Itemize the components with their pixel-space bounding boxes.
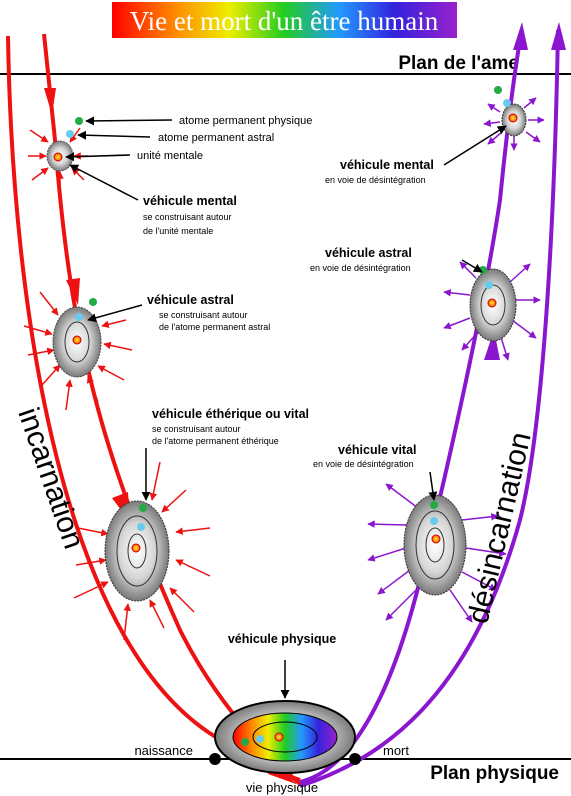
title-banner: Vie et mort d'un être humain — [112, 2, 457, 38]
outward-arrows — [443, 261, 541, 361]
incarnation-astral-label: véhicule astral se construisant autour d… — [87, 293, 270, 332]
atom-labels: atome permanent physique atome permanent… — [65, 115, 312, 162]
incarnation-inner-curve — [42, 33, 302, 786]
atom-astral — [66, 130, 74, 138]
label-title: véhicule mental — [340, 158, 434, 172]
inward-arrows — [73, 461, 211, 641]
desincarnation-curves — [299, 22, 566, 788]
atom-astral — [430, 517, 438, 525]
label-title: véhicule astral — [147, 293, 234, 307]
atom-astral-label: atome permanent astral — [158, 132, 274, 144]
atom-astral — [75, 313, 83, 321]
desincarnation-astral-vehicle — [443, 261, 541, 361]
desincarnation-vital-vehicle — [367, 483, 507, 623]
label-line1: se construisant autour — [159, 310, 248, 320]
birth-label: naissance — [134, 743, 193, 758]
soul-plane-label: Plan de l'ame — [398, 53, 519, 74]
physical-plane-label: Plan physique — [430, 763, 559, 784]
label-title: véhicule mental — [143, 194, 237, 208]
desincarnation-vital-label: véhicule vital en voie de désintégration — [313, 443, 438, 501]
desincarnation-mental-label: véhicule mental en voie de désintégratio… — [325, 125, 507, 185]
label-line1: se construisant autour — [152, 424, 241, 434]
desincarnation-inner-curve — [299, 39, 522, 784]
mental-unit-label: unité mentale — [137, 150, 203, 162]
incarnation-astral-vehicle — [23, 291, 133, 411]
death-dot — [349, 753, 361, 765]
mental-unit — [131, 543, 141, 553]
atom-astral — [485, 281, 493, 289]
mental-unit — [274, 732, 284, 742]
atom-physical — [139, 504, 147, 512]
outward-arrows — [367, 483, 507, 623]
atom-physical — [75, 117, 83, 125]
title-text: Vie et mort d'un être humain — [130, 6, 439, 36]
label-line1: en voie de désintégration — [310, 263, 411, 273]
mental-unit — [72, 335, 82, 345]
label-line1: se construisant autour — [143, 212, 232, 222]
arrowhead-purple — [484, 330, 500, 360]
life-events: naissance mort vie physique — [134, 743, 409, 795]
incarnation-etheric-vehicle — [73, 461, 211, 641]
desincarnation-astral-label: véhicule astral en voie de désintégratio… — [310, 246, 483, 273]
label-title: véhicule éthérique ou vital — [152, 407, 309, 421]
arrowhead-purple — [551, 22, 566, 50]
incarnation-mental-label: véhicule mental se construisant autour d… — [69, 164, 237, 236]
atom-astral — [503, 99, 511, 107]
mental-unit — [487, 298, 497, 308]
atom-physical-label: atome permanent physique — [179, 115, 312, 127]
birth-dot — [209, 753, 221, 765]
atom-astral — [137, 523, 145, 531]
desincarnation-mental-vehicle — [483, 86, 545, 151]
arrowhead-purple — [513, 22, 528, 50]
incarnation-phase-label: incarnation — [11, 404, 90, 554]
label-line2: de l'atome permanent éthérique — [152, 436, 279, 446]
atom-physical — [479, 266, 487, 274]
label-line1: en voie de désintégration — [313, 459, 414, 469]
mental-unit — [508, 113, 518, 123]
outward-arrows — [483, 97, 545, 151]
arrowhead-red — [44, 88, 56, 115]
label-line2: de l'atome permanent astral — [159, 322, 270, 332]
label-line2: de l'unité mentale — [143, 226, 213, 236]
label-title: véhicule astral — [325, 246, 412, 260]
incarnation-etheric-label: véhicule éthérique ou vital se construis… — [141, 407, 309, 501]
desincarnation-outer-curve — [299, 29, 560, 788]
atom-physical — [430, 501, 438, 509]
mental-unit — [53, 152, 63, 162]
desincarnation-phase-label: désincarnation — [462, 429, 538, 627]
physical-vehicle-label: véhicule physique — [228, 632, 336, 646]
death-label: mort — [383, 743, 409, 758]
life-label: vie physique — [246, 780, 318, 795]
atom-astral — [256, 735, 264, 743]
incarnation-mental-vehicle — [28, 117, 88, 190]
atom-physical — [89, 298, 97, 306]
physical-vehicle: véhicule physique — [214, 632, 356, 774]
atom-physical — [494, 86, 502, 94]
label-line1: en voie de désintégration — [325, 175, 426, 185]
arrowhead-red — [66, 278, 80, 305]
atom-physical — [241, 738, 249, 746]
mental-unit — [431, 534, 441, 544]
label-title: véhicule vital — [338, 443, 417, 457]
inward-arrows — [23, 291, 133, 411]
